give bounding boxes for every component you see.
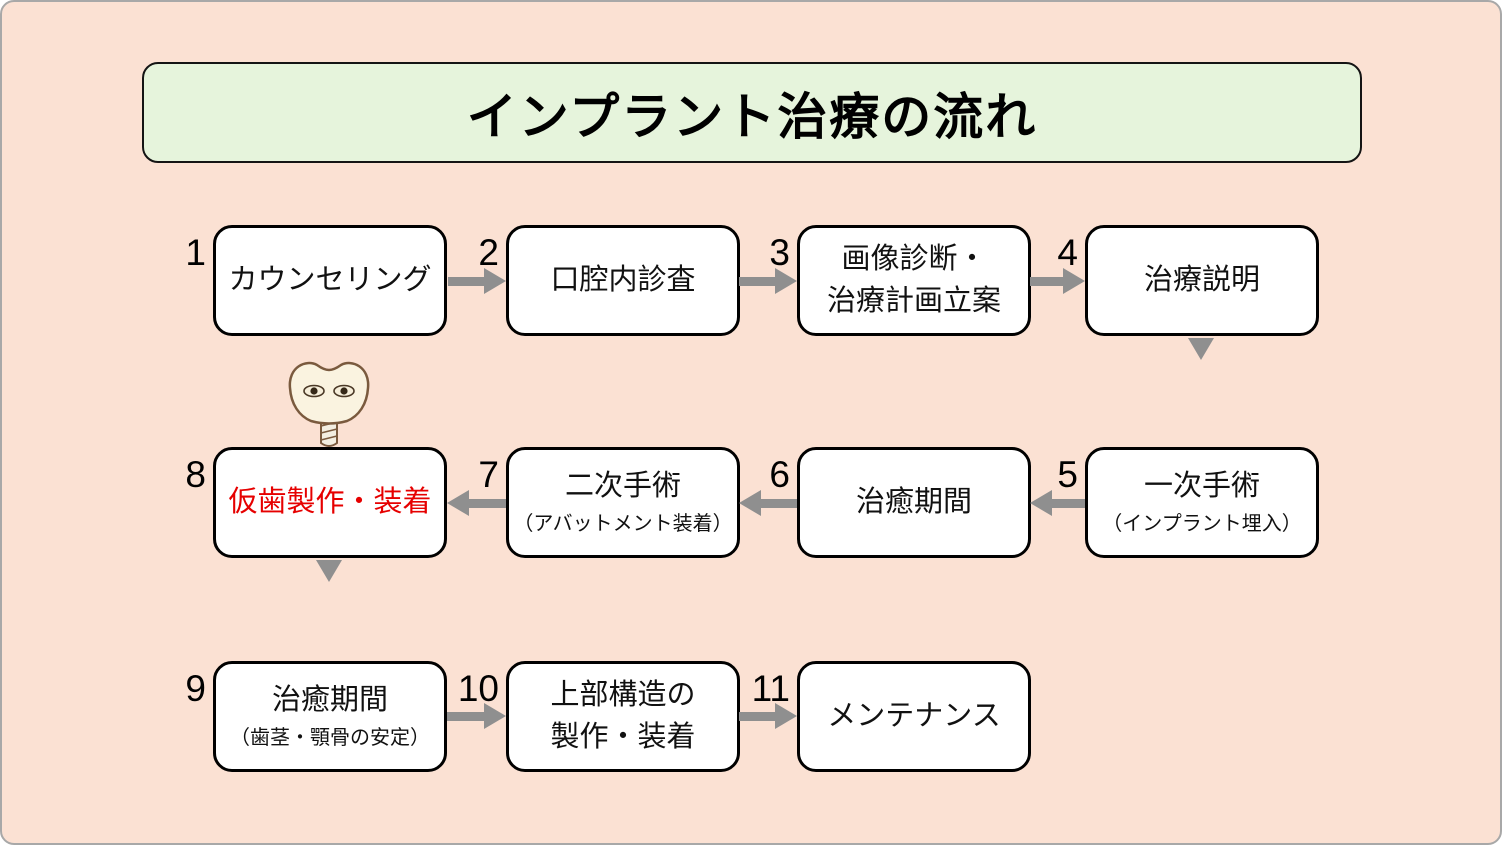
step-label-line2: 製作・装着 (550, 721, 696, 753)
step-box-superstructure: 上部構造の 製作・装着 (506, 661, 740, 772)
tooth-implant-icon (288, 361, 370, 447)
arrow-left-5-6 (1030, 489, 1085, 517)
step-box-treatment-explanation: 治療説明 (1085, 225, 1319, 336)
arrow-left-7-8 (447, 489, 506, 517)
step-box-healing-period-1: 治癒期間 (797, 447, 1031, 558)
step-number-4: 4 (1057, 232, 1078, 273)
step-label: 一次手術 (1143, 470, 1260, 503)
step-sublabel: （歯茎・顎骨の安定） (230, 726, 430, 749)
step-number-11: 11 (751, 668, 790, 709)
diagram-title-box: インプラント治療の流れ (142, 62, 1362, 163)
step-label: メンテナンス (827, 699, 1001, 732)
step-box-maintenance: メンテナンス (797, 661, 1031, 772)
step-number-2: 2 (478, 232, 499, 273)
step-number-10: 10 (457, 668, 499, 709)
diagram-title: インプラント治療の流れ (466, 88, 1038, 145)
step-box-second-surgery: 二次手術 （アバットメント装着） (506, 447, 740, 558)
arrow-down-8-9 (315, 560, 343, 582)
step-box-temporary-tooth: 仮歯製作・装着 (213, 447, 447, 558)
step-sublabel: （アバットメント装着） (513, 512, 733, 535)
step-label-line1: 画像診断・ (841, 242, 987, 275)
arrow-right-10-11 (739, 702, 797, 730)
step-sublabel: （インプラント埋入） (1102, 512, 1302, 535)
arrow-down-4-5 (1187, 338, 1215, 360)
step-label: 治癒期間 (271, 684, 388, 717)
step-number-1: 1 (185, 232, 206, 273)
step-box-healing-period-2: 治癒期間 （歯茎・顎骨の安定） (213, 661, 447, 772)
step-label: 二次手術 (564, 470, 681, 503)
arrow-right-2-3 (739, 267, 797, 295)
step-number-9: 9 (185, 668, 206, 709)
step-box-oral-exam: 口腔内診査 (506, 225, 740, 336)
arrow-right-9-10 (447, 702, 506, 730)
step-number-6: 6 (769, 454, 790, 495)
step-box-counseling: カウンセリング (213, 225, 447, 336)
arrow-right-3-4 (1030, 267, 1085, 295)
arrow-right-1-2 (448, 267, 506, 295)
step-label-line2: 治療計画立案 (826, 285, 1001, 317)
step-label: 治癒期間 (855, 485, 972, 518)
step-box-imaging-planning: 画像診断・ 治療計画立案 (797, 225, 1031, 336)
step-label-highlighted: 仮歯製作・装着 (228, 485, 432, 518)
step-number-3: 3 (769, 232, 790, 273)
step-label-line1: 上部構造の (550, 678, 696, 711)
step-label: カウンセリング (228, 263, 432, 296)
step-box-first-surgery: 一次手術 （インプラント埋入） (1085, 447, 1319, 558)
arrow-left-6-7 (739, 489, 797, 517)
step-number-8: 8 (185, 454, 206, 495)
step-number-7: 7 (478, 454, 499, 495)
step-number-5: 5 (1057, 454, 1078, 495)
step-label: 口腔内診査 (550, 263, 696, 296)
step-label: 治療説明 (1143, 263, 1260, 296)
